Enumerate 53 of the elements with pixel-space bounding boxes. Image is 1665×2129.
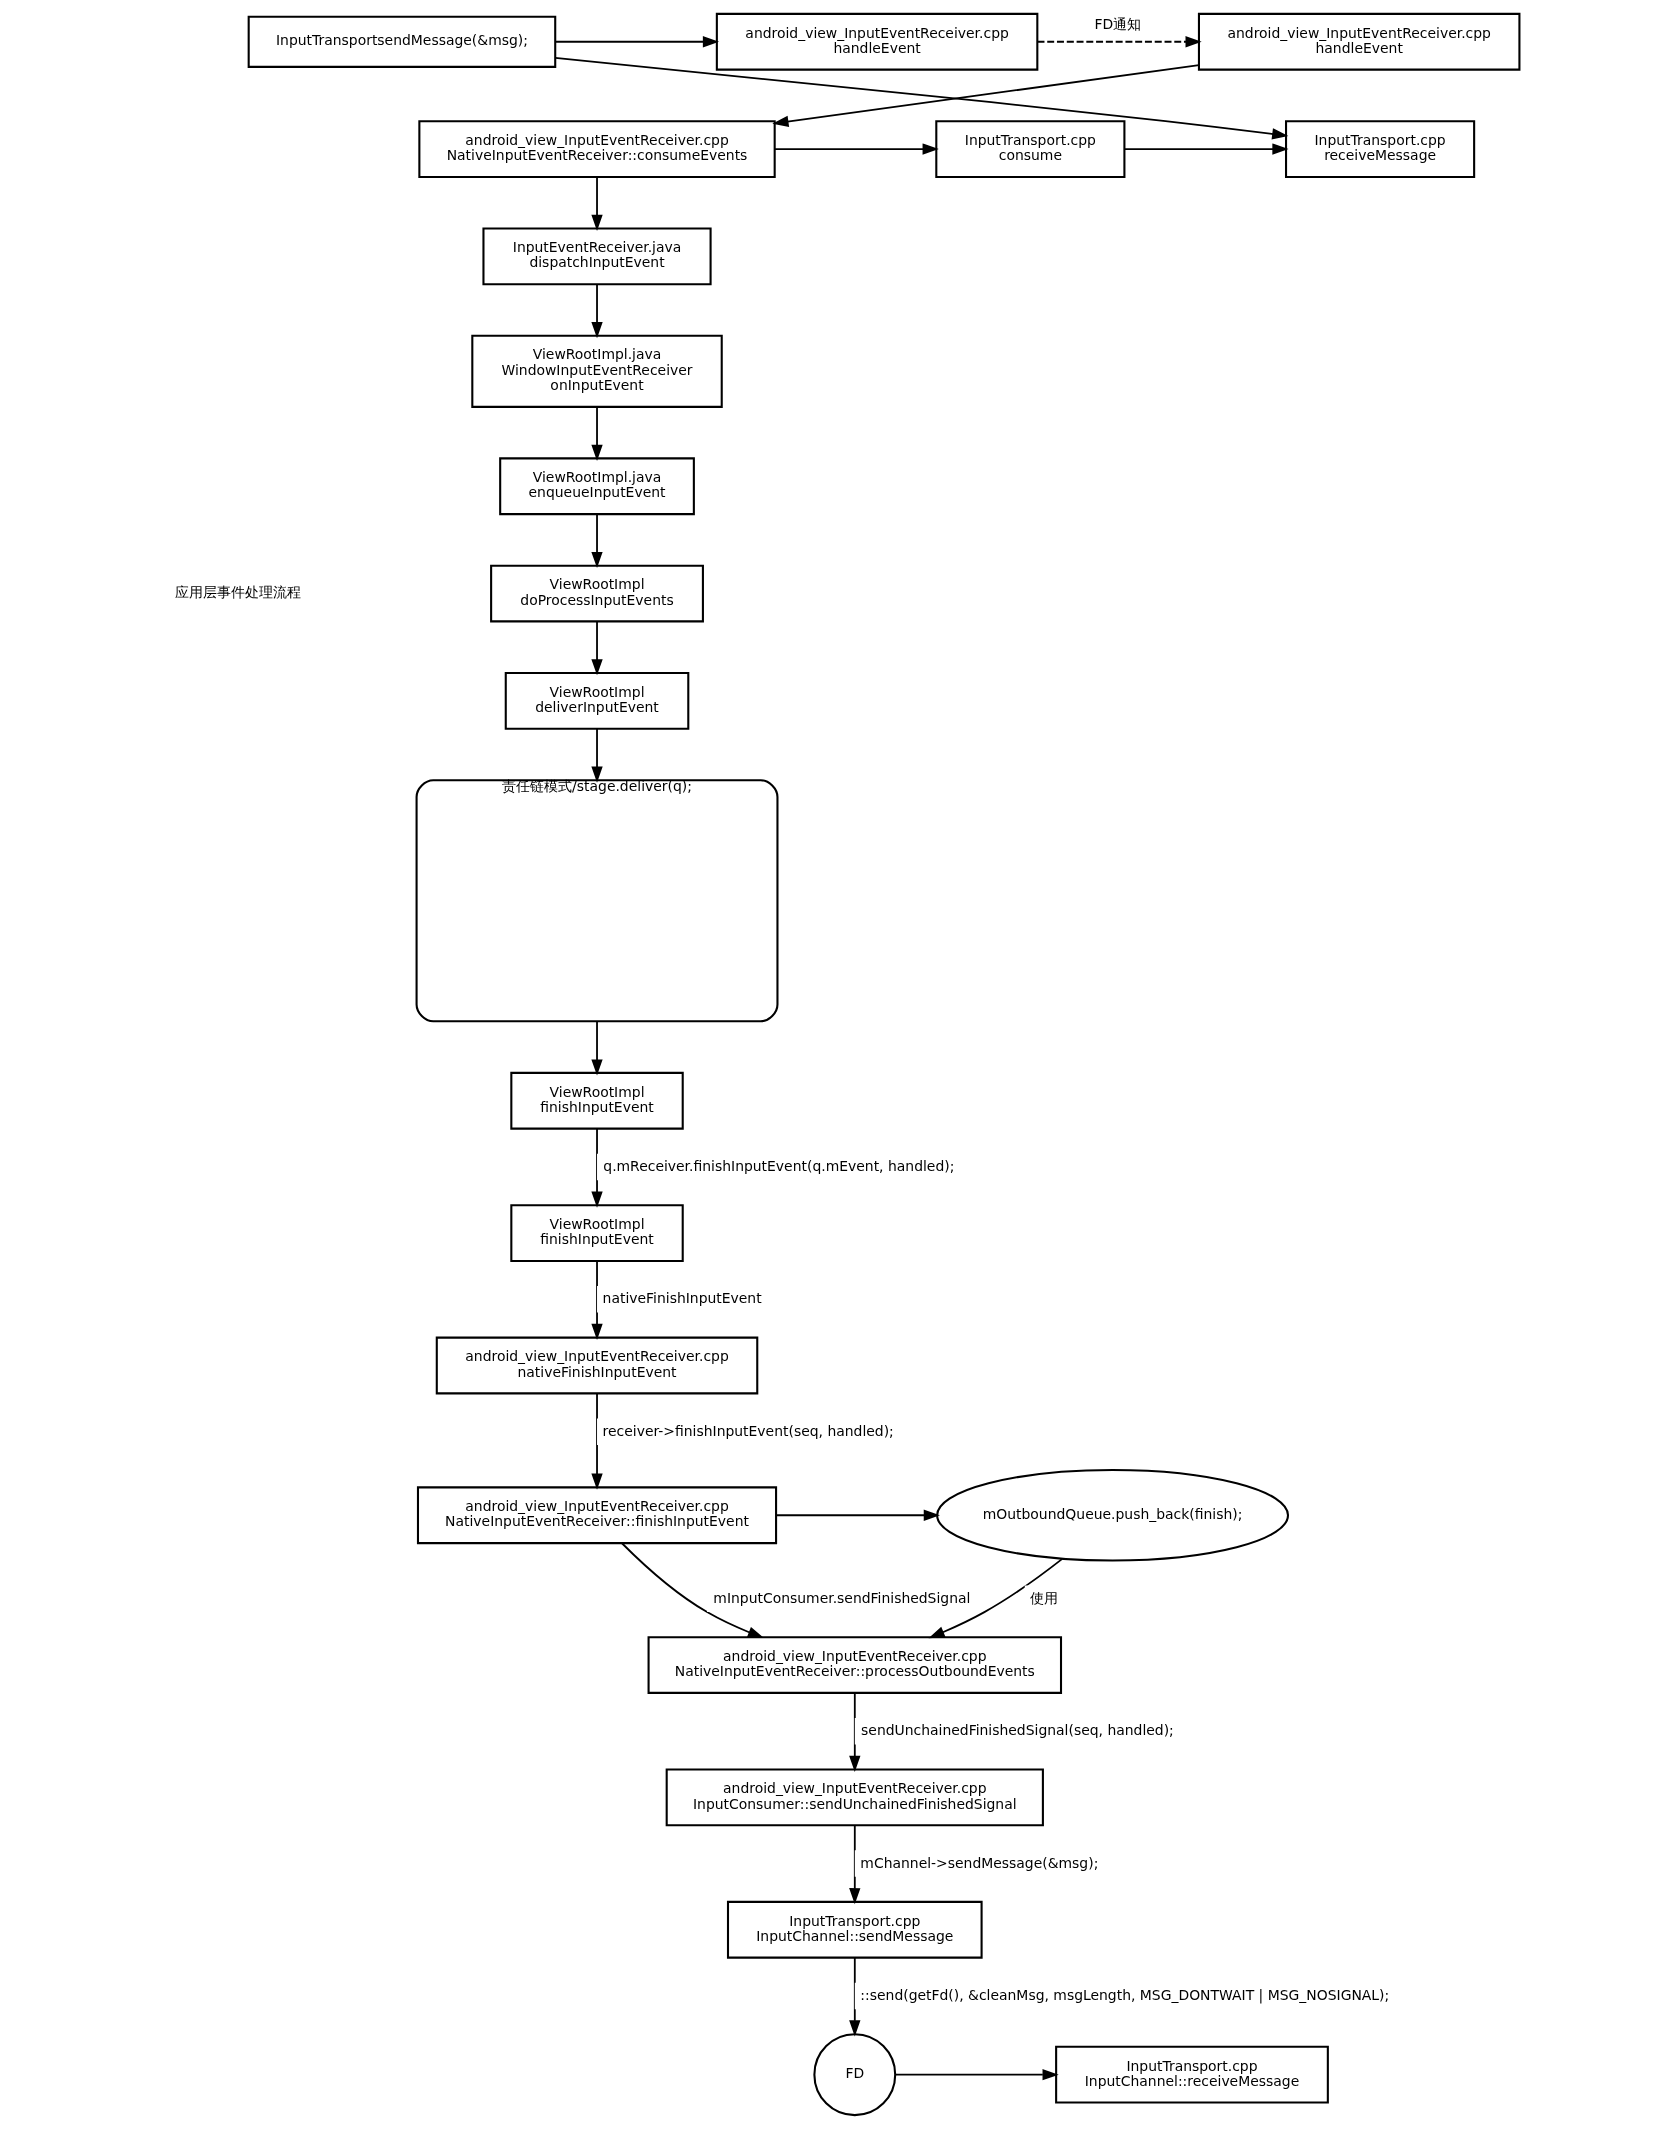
arrow bbox=[849, 1692, 861, 1772]
arrow bbox=[591, 1128, 603, 1208]
node-ellipse: mOutboundQueue.push_back(finish); bbox=[936, 1468, 1290, 1562]
node-box: android_view_InputEventReceiver.cpp handleEvent bbox=[1197, 12, 1521, 71]
node-box: android_view_InputEventReceiver.cpp NativeInputEventReceiver::processOutboundEvents bbox=[647, 1636, 1063, 1694]
edge-label: mChannel->sendMessage(&msg); bbox=[860, 1854, 1099, 1871]
arrow bbox=[591, 1020, 603, 1076]
arrow bbox=[775, 1509, 940, 1521]
arrow bbox=[554, 36, 720, 48]
node-box: InputTransport.cpp consume bbox=[935, 120, 1126, 178]
node-box: InputTransport.cpp InputChannel::receiveMessage bbox=[1055, 2045, 1329, 2104]
edge-label: sendUnchainedFinishedSignal(seq, handled); bbox=[861, 1722, 1174, 1739]
node-box: ViewRootImpl.java WindowInputEventReceiver onInputEvent bbox=[471, 334, 723, 408]
node-box: ViewRootImpl finishInputEvent bbox=[510, 1204, 684, 1262]
arrow bbox=[591, 727, 603, 783]
arrow bbox=[591, 620, 603, 676]
node-box: android_view_InputEventReceiver.cpp NativeInputEventReceiver::finishInputEvent bbox=[416, 1486, 778, 1545]
node-box: ViewRootImpl.java enqueueInputEvent bbox=[499, 457, 695, 516]
arrow bbox=[591, 283, 603, 339]
arrow bbox=[554, 56, 1289, 140]
edge-label: nativeFinishInputEvent bbox=[602, 1290, 762, 1307]
arrow bbox=[849, 1957, 861, 2037]
arrow bbox=[591, 176, 603, 231]
arrow bbox=[591, 513, 603, 569]
node-box: ViewRootImpl finishInputEvent bbox=[510, 1071, 684, 1130]
arrow bbox=[894, 2069, 1059, 2081]
node-box: InputTransport.cpp receiveMessage bbox=[1285, 120, 1476, 178]
node-box: ViewRootImpl deliverInputEvent bbox=[504, 671, 690, 730]
node-box: android_view_InputEventReceiver.cpp handleEvent bbox=[715, 12, 1039, 71]
node-circle: FD bbox=[813, 2033, 897, 2117]
node-box: InputTransportsendMessage(&msg); bbox=[247, 15, 557, 68]
arrow bbox=[621, 1542, 764, 1639]
arrow bbox=[1036, 36, 1202, 48]
node-box: android_view_InputEventReceiver.cpp InputConsumer::sendUnchainedFinishedSignal bbox=[665, 1768, 1044, 1827]
node-box: ViewRootImpl doProcessInputEvents bbox=[490, 564, 704, 623]
node-box: android_view_InputEventReceiver.cpp NativeInputEventReceiver::consumeEvents bbox=[418, 120, 776, 178]
edge-label: q.mReceiver.finishInputEvent(q.mEvent, handled); bbox=[603, 1158, 955, 1175]
edge-label: FD通知 bbox=[1094, 15, 1142, 32]
node-box: InputEventReceiver.java dispatchInputEvent bbox=[482, 227, 712, 286]
arrow bbox=[849, 1824, 861, 1905]
arrow bbox=[591, 1260, 603, 1340]
label: 应用层事件处理流程 bbox=[174, 584, 301, 601]
edge-label: 使用 bbox=[1030, 1590, 1059, 1607]
edge-label: receiver->finishInputEvent(seq, handled); bbox=[602, 1422, 894, 1439]
arrow bbox=[772, 64, 1200, 128]
arrow bbox=[773, 143, 939, 155]
edge-label: mInputConsumer.sendFinishedSignal bbox=[713, 1590, 971, 1607]
node-box: InputTransport.cpp InputChannel::sendMessage bbox=[726, 1900, 983, 1959]
node-box: android_view_InputEventReceiver.cpp nativeFinishInputEvent bbox=[435, 1336, 759, 1395]
arrow bbox=[1123, 143, 1289, 155]
arrow bbox=[591, 406, 603, 461]
arrow bbox=[591, 1392, 603, 1490]
edge-label: ::send(getFd(), &cleanMsg, msgLength, MSG_DONTWAIT | MSG_NOSIGNAL); bbox=[860, 1987, 1390, 2004]
